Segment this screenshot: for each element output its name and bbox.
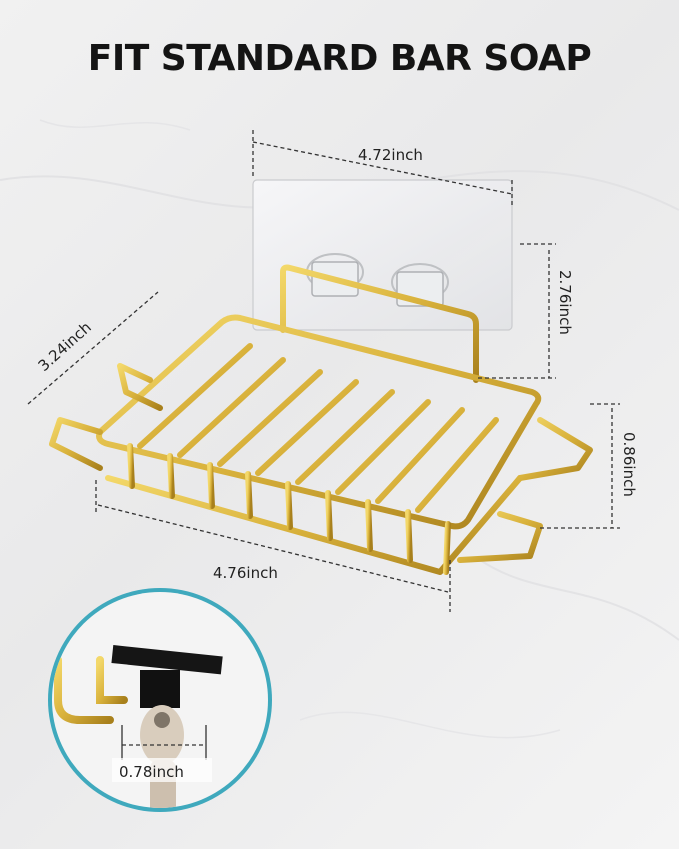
dimension-lines [27,130,620,612]
label-basket-width: 4.76inch [213,564,278,582]
label-adhesive-height: 2.76inch [556,270,574,335]
page-title: FIT STANDARD BAR SOAP [87,38,592,79]
hook-detail-inset: 0.78inch [48,588,272,812]
adhesive-plate [252,179,513,331]
label-hook-gap: 0.78inch [119,763,184,781]
soap-basket [49,264,593,575]
label-basket-height: 0.86inch [620,432,638,497]
label-basket-depth: 3.24inch [35,318,95,375]
label-adhesive-width: 4.72inch [358,146,423,164]
